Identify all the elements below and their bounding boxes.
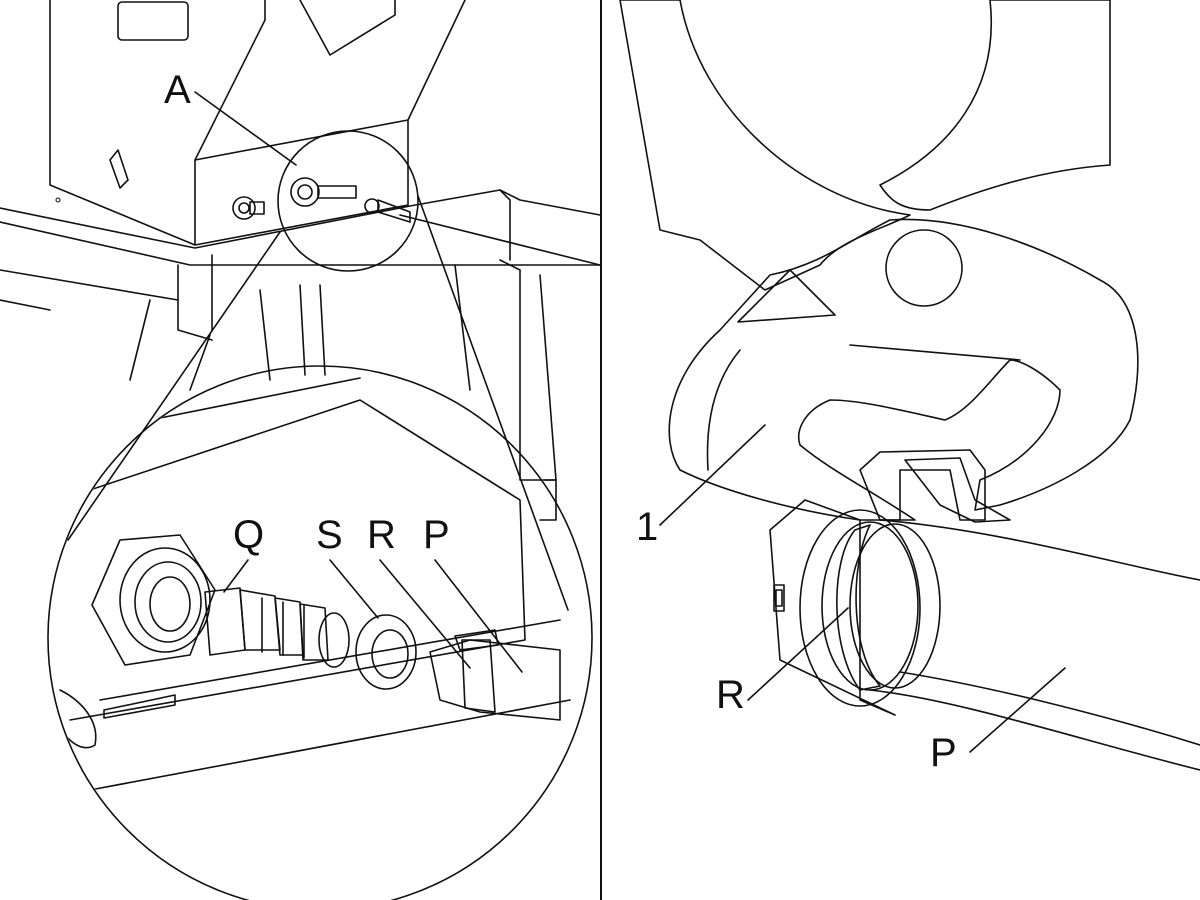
hose-clamp-assembly bbox=[769, 449, 1011, 716]
label-hose-right: P bbox=[930, 731, 957, 775]
leader-pliers bbox=[659, 424, 766, 526]
hex-nut bbox=[91, 534, 216, 666]
leader-hose-right bbox=[969, 667, 1066, 753]
pliers-icon bbox=[619, 0, 1139, 521]
magnified-detail bbox=[47, 365, 593, 900]
magnifier-tangent-right bbox=[417, 195, 569, 611]
leader-sealing-ring bbox=[329, 559, 379, 619]
label-sealing-ring: S bbox=[316, 513, 343, 557]
leader-elbow-fitting bbox=[223, 559, 249, 593]
label-pliers: 1 bbox=[636, 505, 658, 549]
label-elbow-fitting: Q bbox=[233, 513, 264, 557]
right-panel: 1 R P bbox=[619, 0, 1200, 775]
label-hose-clamp-left: R bbox=[367, 513, 396, 557]
hose-clamp-icon bbox=[429, 629, 561, 721]
elbow-fitting-icon bbox=[204, 587, 350, 668]
hose bbox=[869, 519, 1200, 771]
leader-detail-marker bbox=[194, 91, 297, 166]
left-panel: A bbox=[0, 0, 601, 900]
magnifier-tangent-left bbox=[67, 231, 281, 541]
detail-marker-circle bbox=[277, 130, 419, 272]
label-detail-marker: A bbox=[164, 68, 191, 112]
machine-frame bbox=[0, 0, 601, 521]
leader-hose-clamp-right bbox=[747, 607, 849, 701]
housing-fittings bbox=[232, 177, 411, 223]
sealing-ring-icon bbox=[355, 614, 417, 690]
leader-hose-clamp-left bbox=[379, 559, 471, 669]
label-hose-left: P bbox=[423, 513, 450, 557]
label-hose-clamp-right: R bbox=[716, 673, 745, 717]
leader-hose-left bbox=[434, 559, 523, 673]
